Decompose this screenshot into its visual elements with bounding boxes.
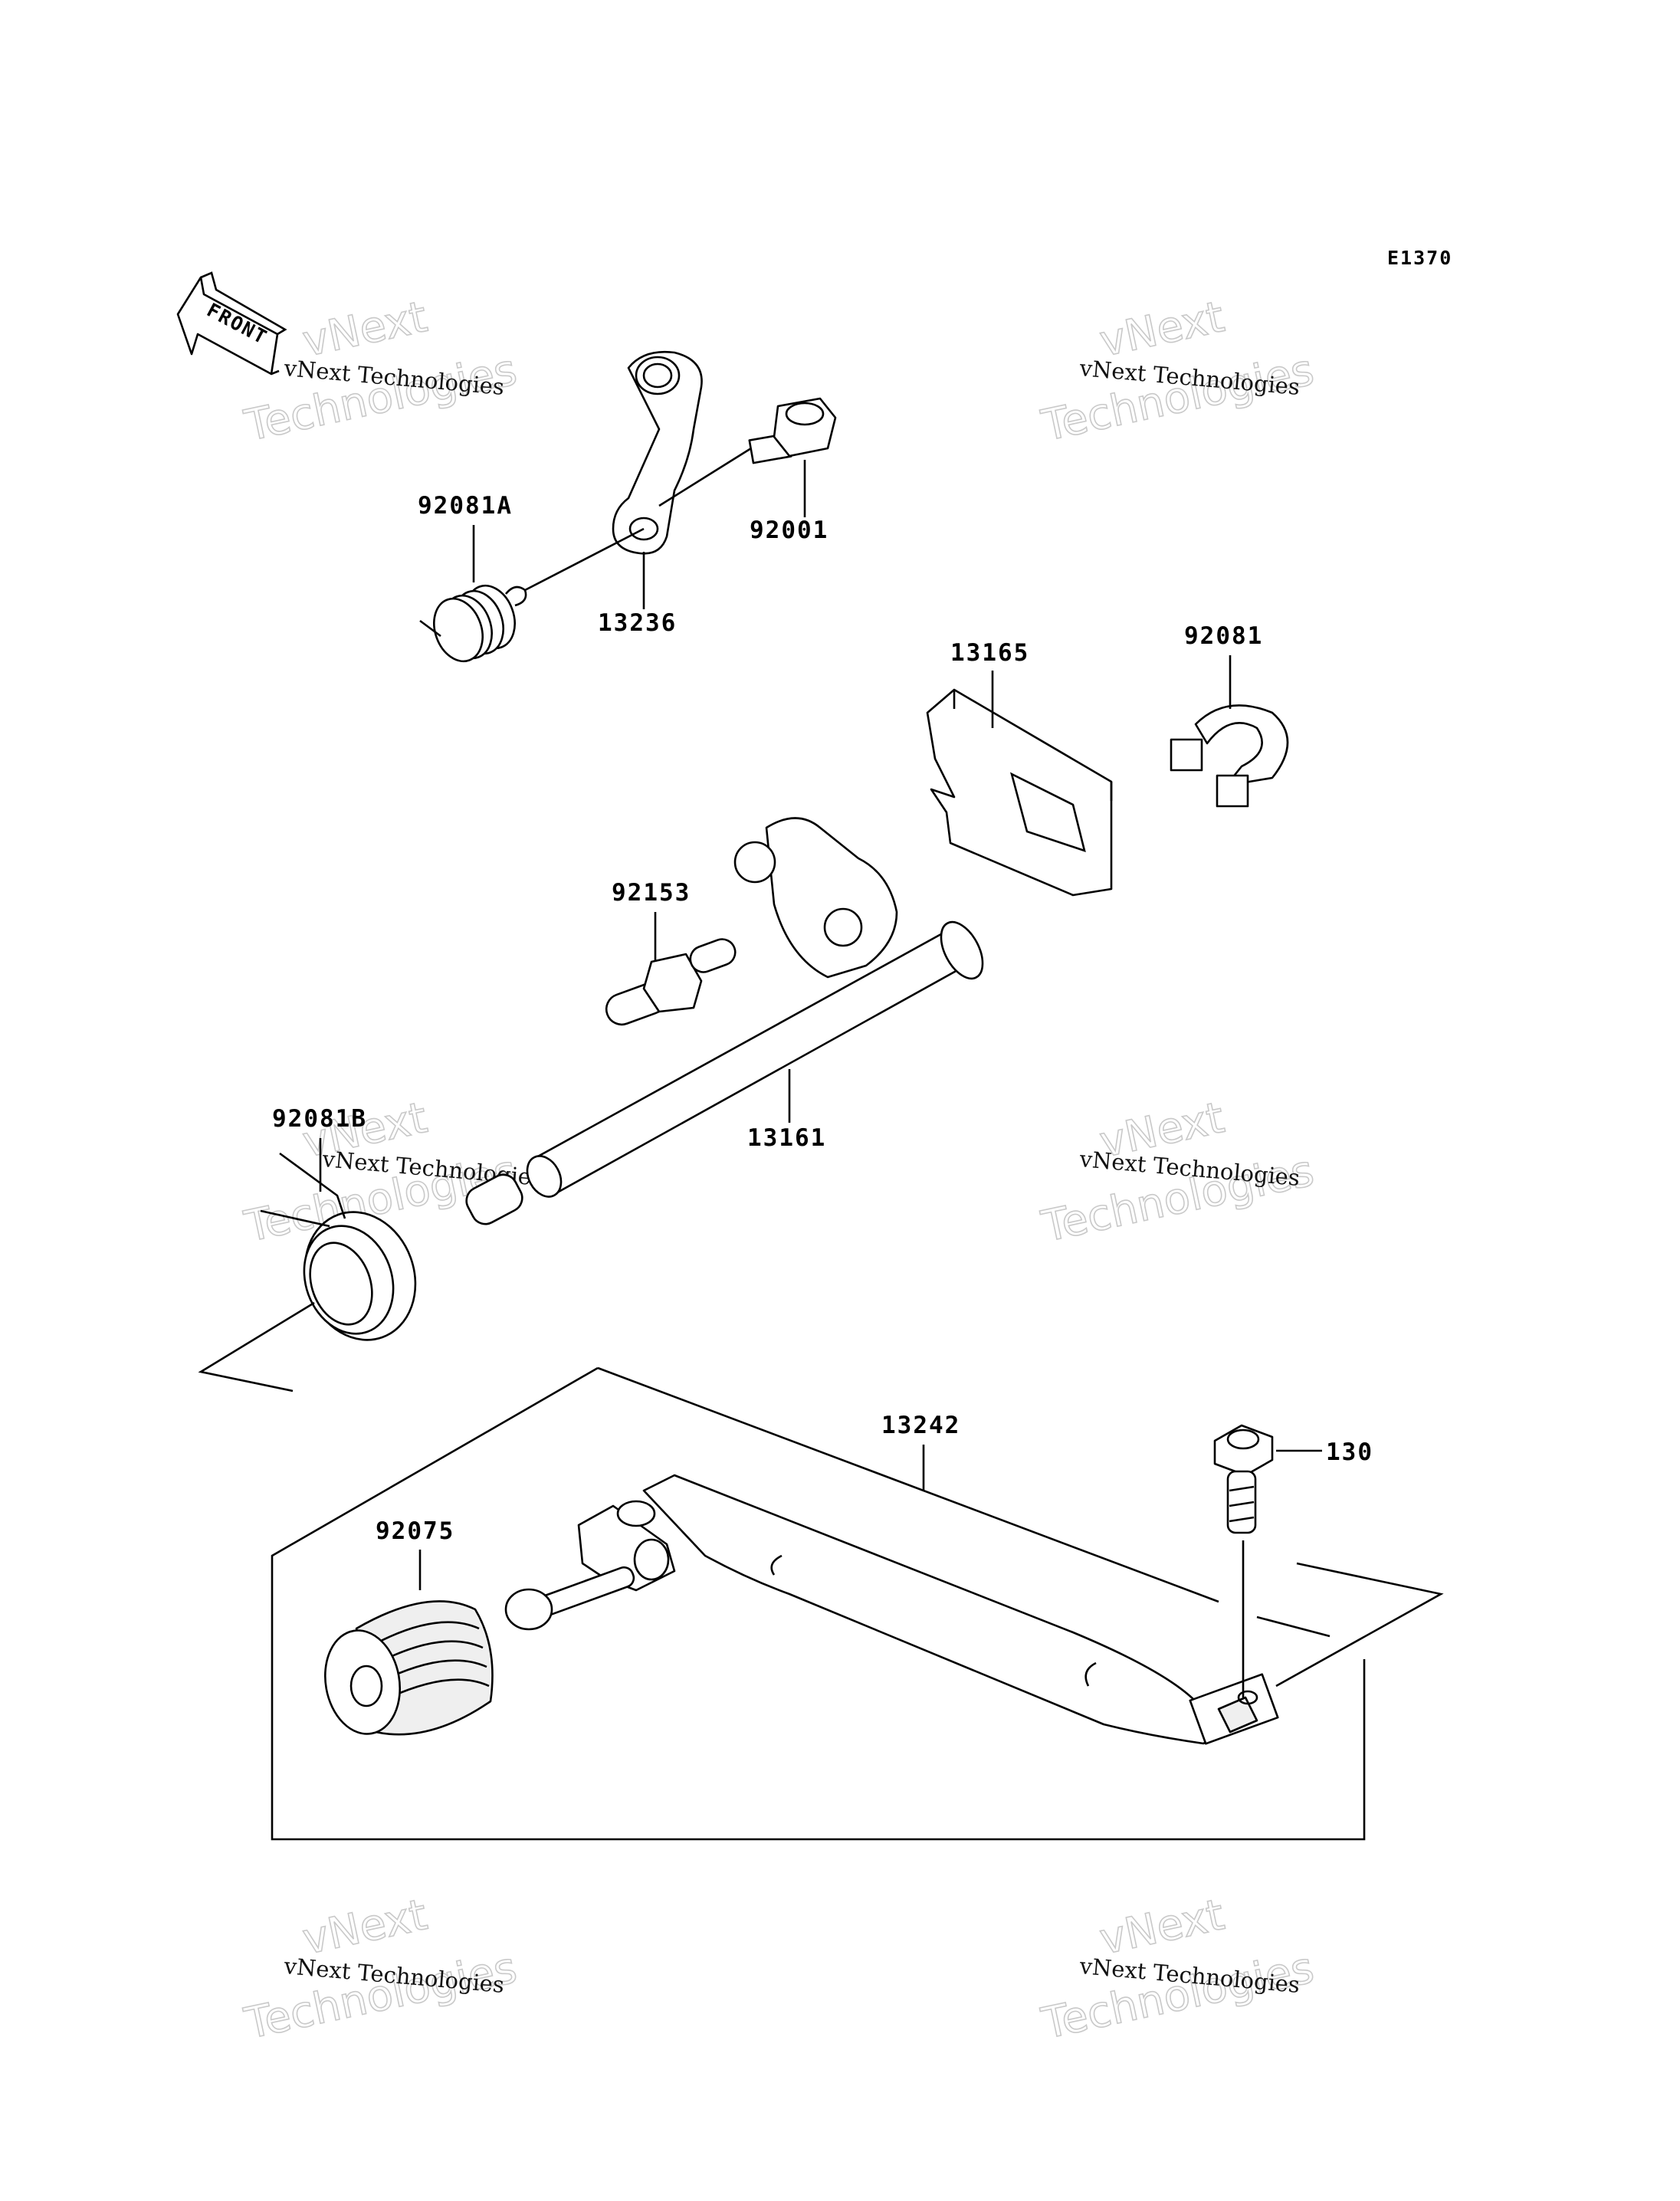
bolt-92001[interactable] xyxy=(748,397,837,464)
svg-text:vNext: vNext xyxy=(1095,1890,1229,1965)
svg-text:92081B: 92081B xyxy=(272,1105,367,1133)
assembly-frame xyxy=(271,1366,1366,1841)
clip-92081[interactable] xyxy=(1170,704,1289,808)
rubber-92075[interactable] xyxy=(317,1600,494,1740)
label-92001: 92001 xyxy=(750,460,829,544)
svg-text:Technologies: Technologies xyxy=(1037,345,1317,451)
label-92081A: 92081A xyxy=(418,492,513,582)
svg-text:130: 130 xyxy=(1326,1438,1373,1466)
svg-text:vNext: vNext xyxy=(298,1890,431,1965)
svg-text:Technologies: Technologies xyxy=(240,1943,520,2049)
label-13165: 13165 xyxy=(950,639,1029,728)
diagram-code: E1370 xyxy=(1387,247,1452,269)
svg-text:13236: 13236 xyxy=(598,609,677,637)
svg-text:92081: 92081 xyxy=(1184,622,1263,650)
label-92153: 92153 xyxy=(612,879,691,962)
stud-92153[interactable] xyxy=(602,936,739,1029)
shift-shaft-13161[interactable] xyxy=(461,817,991,1229)
label-92075: 92075 xyxy=(376,1517,454,1590)
front-arrow-icon: FRONT xyxy=(176,271,287,376)
svg-text:92153: 92153 xyxy=(612,879,691,907)
spring-92081A[interactable] xyxy=(419,579,527,668)
label-92081B: 92081B xyxy=(272,1105,367,1192)
svg-text:92075: 92075 xyxy=(376,1517,454,1545)
shift-pedal-13242[interactable] xyxy=(504,1474,1279,1745)
plate-13165[interactable] xyxy=(926,688,1113,897)
watermark-mid-right: vNext Technologies vNext Technologies xyxy=(1037,1092,1319,1252)
shift-arm-13236[interactable] xyxy=(612,350,703,555)
svg-text:vNext: vNext xyxy=(1095,292,1229,367)
bolt-130[interactable] xyxy=(1213,1424,1274,1534)
svg-text:Technologies: Technologies xyxy=(240,345,520,451)
watermark-top-right: vNext Technologies vNext Technologies xyxy=(1037,291,1319,451)
label-130: 130 xyxy=(1276,1438,1373,1466)
svg-text:13161: 13161 xyxy=(747,1124,826,1152)
svg-text:92001: 92001 xyxy=(750,517,829,544)
watermark-bottom-right: vNext Technologies vNext Technologies xyxy=(1037,1889,1319,2049)
label-13236: 13236 xyxy=(598,552,677,637)
spring-92081B[interactable] xyxy=(260,1152,433,1356)
svg-text:13242: 13242 xyxy=(881,1412,960,1439)
label-13161: 13161 xyxy=(747,1069,826,1152)
label-13242: 13242 xyxy=(881,1412,960,1491)
label-92081: 92081 xyxy=(1184,622,1263,709)
watermark-bottom-left: vNext Technologies vNext Technologies xyxy=(240,1889,522,2049)
watermark-top-left: vNext Technologies vNext Technologies xyxy=(240,291,522,451)
svg-text:13165: 13165 xyxy=(950,639,1029,667)
svg-text:92081A: 92081A xyxy=(418,492,513,520)
svg-text:vNext: vNext xyxy=(298,292,431,367)
svg-text:Technologies: Technologies xyxy=(1037,1943,1317,2049)
